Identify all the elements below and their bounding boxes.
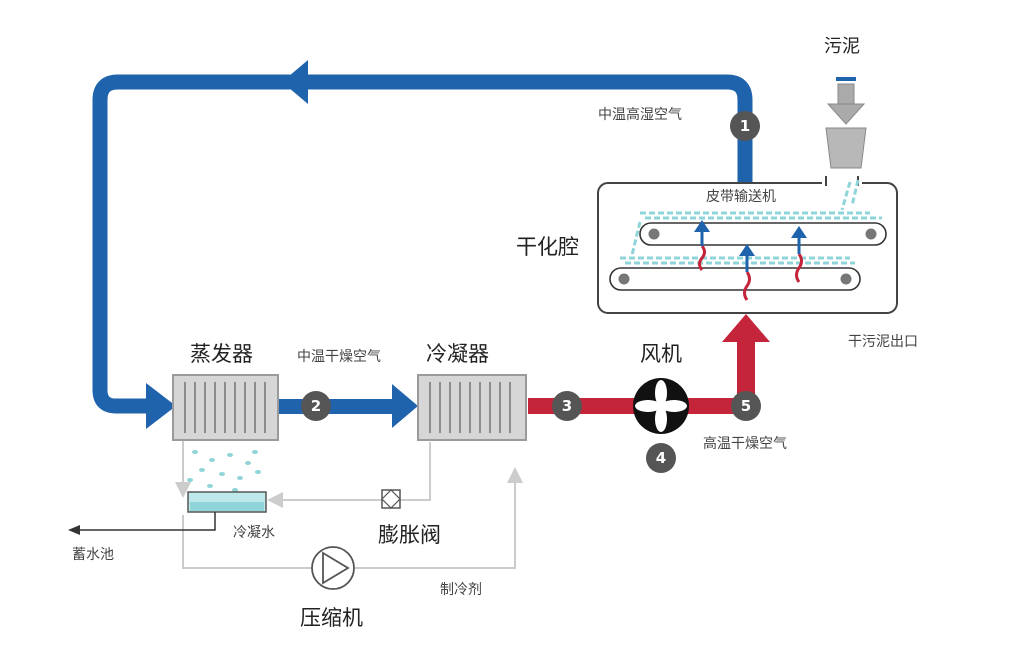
rising-hot-air <box>694 220 807 301</box>
return-flow-arrowhead-evaporator <box>146 383 176 429</box>
belt-conveyor-label: 皮带输送机 <box>706 189 776 205</box>
lower-belt <box>609 267 861 291</box>
condensate-label: 冷凝水 <box>233 525 275 541</box>
fan-label: 风机 <box>640 342 682 366</box>
condensate-water <box>190 502 264 511</box>
dry-air-duct-evap-to-cond <box>278 399 393 414</box>
drying-chamber-label: 干化腔 <box>516 235 579 259</box>
compressor-symbol <box>311 546 355 590</box>
expansion-valve-label: 膨胀阀 <box>378 523 441 547</box>
hot-air-arrowhead <box>722 314 770 342</box>
drain-arrowhead <box>68 525 80 535</box>
dry-sludge-outlet-label: 干污泥出口 <box>848 334 918 350</box>
sludge-on-belts <box>620 179 882 265</box>
storage-tank-label: 蓄水池 <box>72 547 114 563</box>
refrigerant-label: 制冷剂 <box>440 582 482 598</box>
marker-2-text: 2 <box>311 397 321 415</box>
sludge-label: 污泥 <box>824 36 860 57</box>
condensate-droplets <box>187 450 261 492</box>
evaporator-label: 蒸发器 <box>190 342 253 366</box>
marker-3: 3 <box>552 391 582 421</box>
compressor-label: 压缩机 <box>300 606 363 630</box>
sludge-input-bar <box>836 77 856 81</box>
return-flow-arrowhead-top <box>282 60 308 104</box>
sludge-input-arrow <box>826 83 866 125</box>
evaporator-unit <box>172 374 279 441</box>
high-temp-dry-air-label: 高温干燥空气 <box>703 436 787 452</box>
marker-4: 4 <box>646 443 676 473</box>
mid-temp-dry-air-label: 中温干燥空气 <box>297 349 381 365</box>
expansion-valve-symbol <box>381 489 401 509</box>
drain-line <box>80 512 216 531</box>
marker-5-text: 5 <box>741 397 751 415</box>
hot-air-duct-cond-to-fan <box>528 398 638 414</box>
upper-belt <box>639 222 887 246</box>
fan-symbol <box>633 378 689 434</box>
mid-temp-humid-air-label: 中温高湿空气 <box>598 107 682 123</box>
condenser-unit <box>417 374 527 441</box>
sludge-hopper <box>825 127 867 169</box>
marker-2: 2 <box>301 391 331 421</box>
marker-4-text: 4 <box>656 449 666 467</box>
marker-3-text: 3 <box>562 397 572 415</box>
marker-1-text: 1 <box>740 117 750 135</box>
condenser-label: 冷凝器 <box>426 342 489 366</box>
marker-1: 1 <box>730 111 760 141</box>
marker-5: 5 <box>731 391 761 421</box>
dry-air-arrowhead <box>392 384 418 428</box>
humid-air-return-duct <box>92 74 753 414</box>
refrigerant-circuit <box>175 440 523 569</box>
